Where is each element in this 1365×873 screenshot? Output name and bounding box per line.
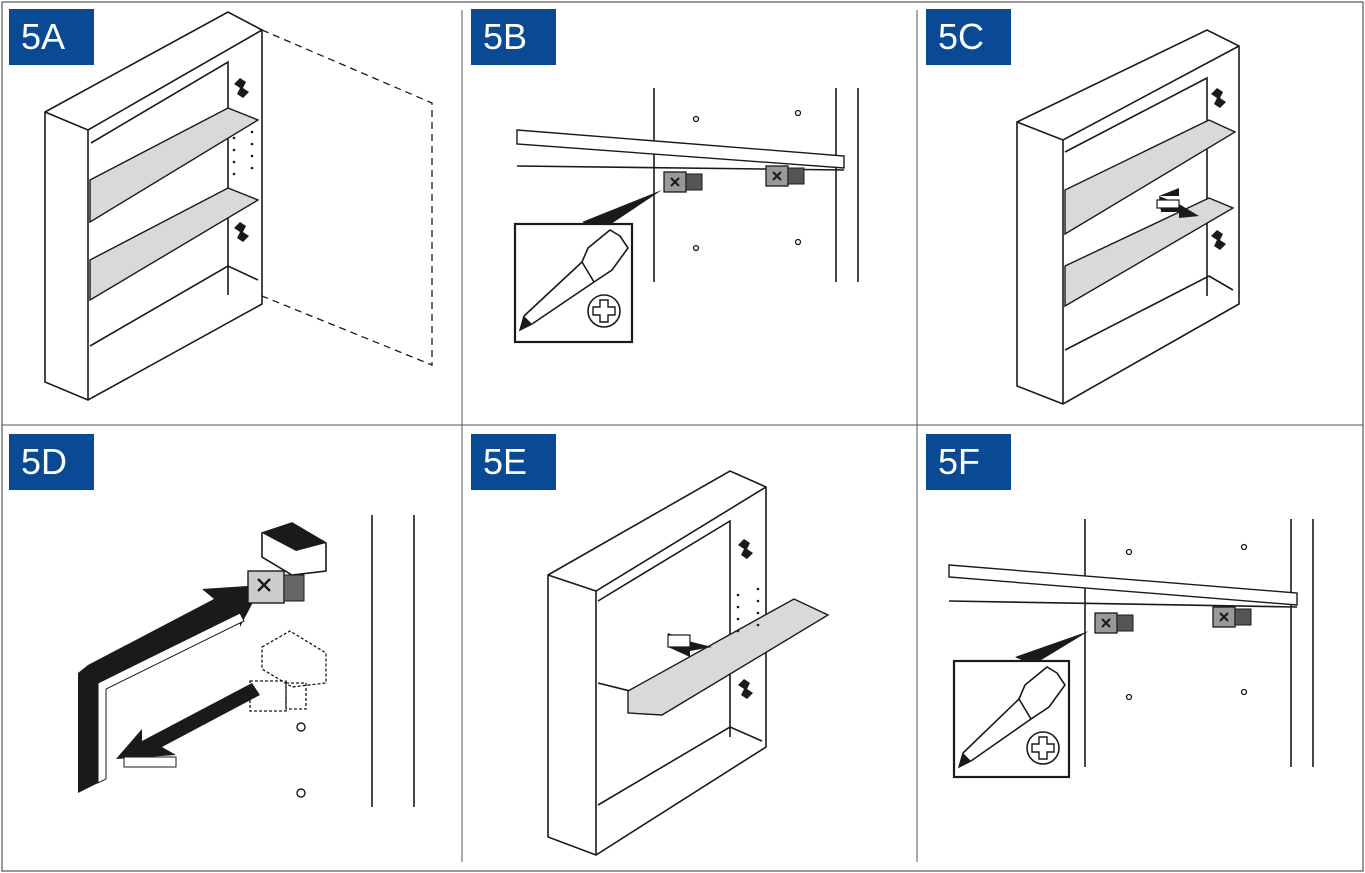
bracket-icon [247,522,327,604]
phillips-screwdriver-icon [518,229,629,332]
hinge-icon [234,222,249,242]
step-label-5c: 5C [926,9,1011,65]
bracket-icon [1212,606,1252,628]
shelf-bracket-tighten-illustration [948,519,1314,779]
panel-5f: 5F [917,425,1363,871]
step-label-5d: 5D [9,434,94,490]
phillips-screw-head-icon [1026,731,1060,765]
bracket-icon [1094,612,1134,634]
step-label-text: 5A [21,16,66,57]
step-label-text: 5F [938,441,981,482]
step-label-5e: 5E [471,434,556,490]
step-label-5f: 5F [926,434,1011,490]
shelf-removal-illustration [1016,29,1240,405]
shelf-bracket-closeup-illustration [513,88,859,344]
step-label-5b: 5B [471,9,556,65]
hinge-icon [234,78,249,98]
step-label-text: 5B [483,16,528,57]
panel-5e: 5E [462,425,917,871]
phillips-screw-head-icon [587,294,621,328]
hinge-icon [1211,230,1226,250]
hinge-icon [1211,88,1226,108]
shelf-insert-illustration [547,470,830,856]
panel-5b: 5B [462,0,917,425]
panel-5a: 5A [0,0,462,425]
arrow-icon [667,633,712,657]
hinge-icon [738,679,753,699]
arrow-icon [1156,188,1199,218]
cabinet-door-open-illustration [44,11,433,401]
arrow-icon [116,683,260,768]
step-label-5a: 5A [9,9,94,65]
bracket-icon [765,165,805,187]
bracket-reposition-illustration [78,515,415,807]
panel-5c: 5C [917,0,1363,425]
bracket-outline-icon [249,630,327,712]
panel-5d: 5D [0,425,462,871]
phillips-screwdriver-icon [957,666,1066,769]
arrow-icon [78,585,262,793]
step-label-text: 5D [21,441,68,482]
bracket-icon [663,171,703,193]
step-label-text: 5C [938,16,985,57]
step-label-text: 5E [483,441,528,482]
hinge-icon [738,539,753,559]
